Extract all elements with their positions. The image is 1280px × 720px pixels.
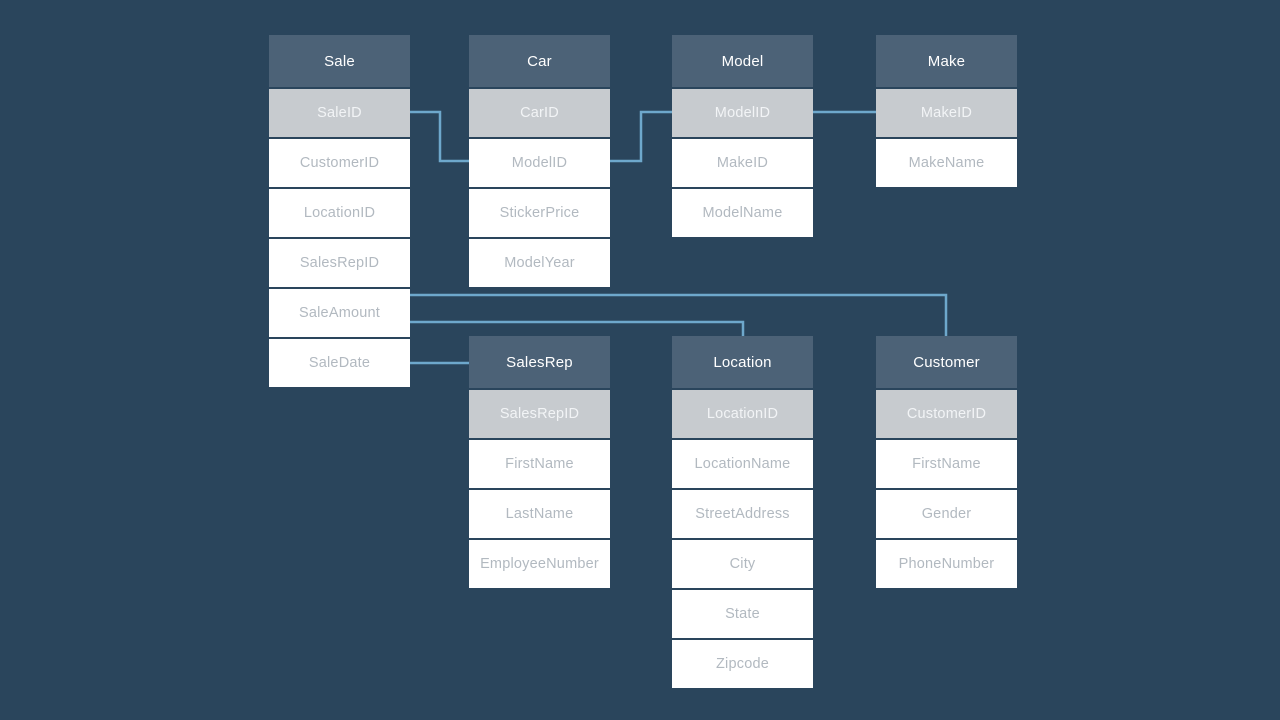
field-sale-customerid[interactable]: CustomerID	[269, 137, 410, 187]
field-salesrep-lastname[interactable]: LastName	[469, 488, 610, 538]
entity-title-salesrep: SalesRep	[469, 336, 610, 388]
field-salesrep-salesrepid[interactable]: SalesRepID	[469, 388, 610, 438]
field-customer-customerid[interactable]: CustomerID	[876, 388, 1017, 438]
field-location-locationname[interactable]: LocationName	[672, 438, 813, 488]
relationship-line-sale-to-customer	[410, 293, 948, 336]
field-sale-saleamount[interactable]: SaleAmount	[269, 287, 410, 337]
field-make-makename[interactable]: MakeName	[876, 137, 1017, 187]
field-salesrep-firstname[interactable]: FirstName	[469, 438, 610, 488]
field-sale-saleid[interactable]: SaleID	[269, 87, 410, 137]
entity-title-make: Make	[876, 35, 1017, 87]
field-sale-locationid[interactable]: LocationID	[269, 187, 410, 237]
field-location-city[interactable]: City	[672, 538, 813, 588]
relationship-line-car-to-model	[610, 110, 672, 163]
field-model-modelid[interactable]: ModelID	[672, 87, 813, 137]
entity-title-customer: Customer	[876, 336, 1017, 388]
relationship-line-sale-to-car	[410, 110, 470, 163]
field-salesrep-employeenumber[interactable]: EmployeeNumber	[469, 538, 610, 588]
field-location-state[interactable]: State	[672, 588, 813, 638]
field-customer-firstname[interactable]: FirstName	[876, 438, 1017, 488]
field-make-makeid[interactable]: MakeID	[876, 87, 1017, 137]
field-location-streetaddress[interactable]: StreetAddress	[672, 488, 813, 538]
field-model-makeid[interactable]: MakeID	[672, 137, 813, 187]
relationship-line-sale-to-location	[410, 320, 745, 336]
field-sale-salesrepid[interactable]: SalesRepID	[269, 237, 410, 287]
entity-title-location: Location	[672, 336, 813, 388]
field-car-stickerprice[interactable]: StickerPrice	[469, 187, 610, 237]
entity-title-car: Car	[469, 35, 610, 87]
field-car-carid[interactable]: CarID	[469, 87, 610, 137]
entity-title-model: Model	[672, 35, 813, 87]
field-customer-gender[interactable]: Gender	[876, 488, 1017, 538]
field-customer-phonenumber[interactable]: PhoneNumber	[876, 538, 1017, 588]
field-car-modelid[interactable]: ModelID	[469, 137, 610, 187]
field-location-zipcode[interactable]: Zipcode	[672, 638, 813, 688]
field-location-locationid[interactable]: LocationID	[672, 388, 813, 438]
field-model-modelname[interactable]: ModelName	[672, 187, 813, 237]
entity-title-sale: Sale	[269, 35, 410, 87]
field-car-modelyear[interactable]: ModelYear	[469, 237, 610, 287]
field-sale-saledate[interactable]: SaleDate	[269, 337, 410, 387]
